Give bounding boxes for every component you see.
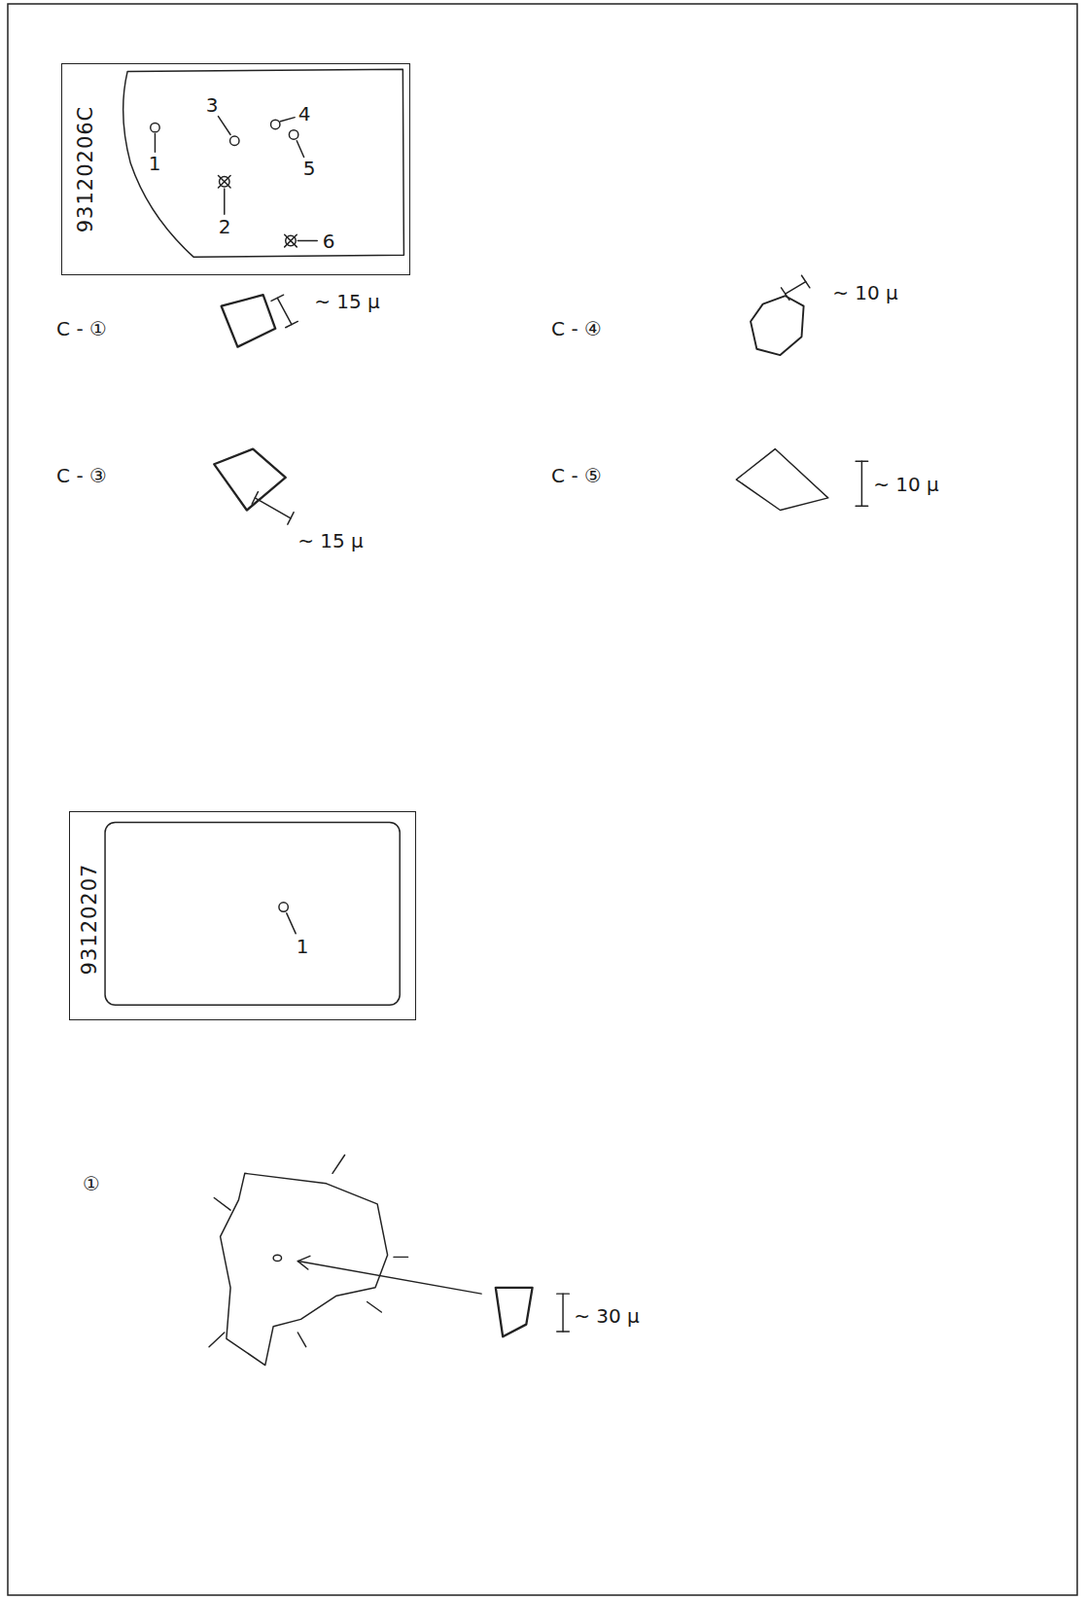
spot-marks <box>150 116 318 247</box>
slide-id: 93120207 <box>77 863 102 976</box>
specimen-label: ① <box>82 1172 101 1194</box>
slide-outline: 93120207 <box>69 810 417 1020</box>
dimension-label: ~ 10 μ <box>832 281 899 304</box>
slide-id: 93120206C <box>73 105 98 234</box>
sample-outline <box>123 69 405 257</box>
callout-number: 1 <box>296 935 310 957</box>
crystal-sketches <box>495 1287 570 1336</box>
specimen-label: C - ① <box>56 317 107 340</box>
page-border <box>7 3 1078 1595</box>
dimension-label: ~ 30 μ <box>573 1304 640 1327</box>
specimen-label: C - ④ <box>551 317 602 340</box>
specimen-label: C - ⑤ <box>551 464 602 487</box>
grain-ticks <box>209 1154 409 1346</box>
slide-outline: 93120206C <box>61 63 411 276</box>
callout-number: 1 <box>148 152 162 175</box>
dimension-label: ~ 15 μ <box>297 529 364 552</box>
crystal-sketches <box>213 275 868 525</box>
callout-number: 6 <box>322 230 336 252</box>
grain-outline <box>220 1172 388 1365</box>
spot-marks <box>279 902 296 934</box>
callout-number: 5 <box>303 157 316 179</box>
specimen-label: C - ③ <box>56 464 107 487</box>
callout-number: 3 <box>206 94 219 116</box>
dimension-label: ~ 10 μ <box>873 473 940 495</box>
callout-number: 4 <box>298 103 312 125</box>
pointer-arrow <box>297 1255 482 1294</box>
sample-outline <box>105 821 400 1005</box>
callout-number: 2 <box>218 215 232 238</box>
dimension-label: ~ 15 μ <box>314 290 381 313</box>
spot-mark <box>273 1254 281 1260</box>
